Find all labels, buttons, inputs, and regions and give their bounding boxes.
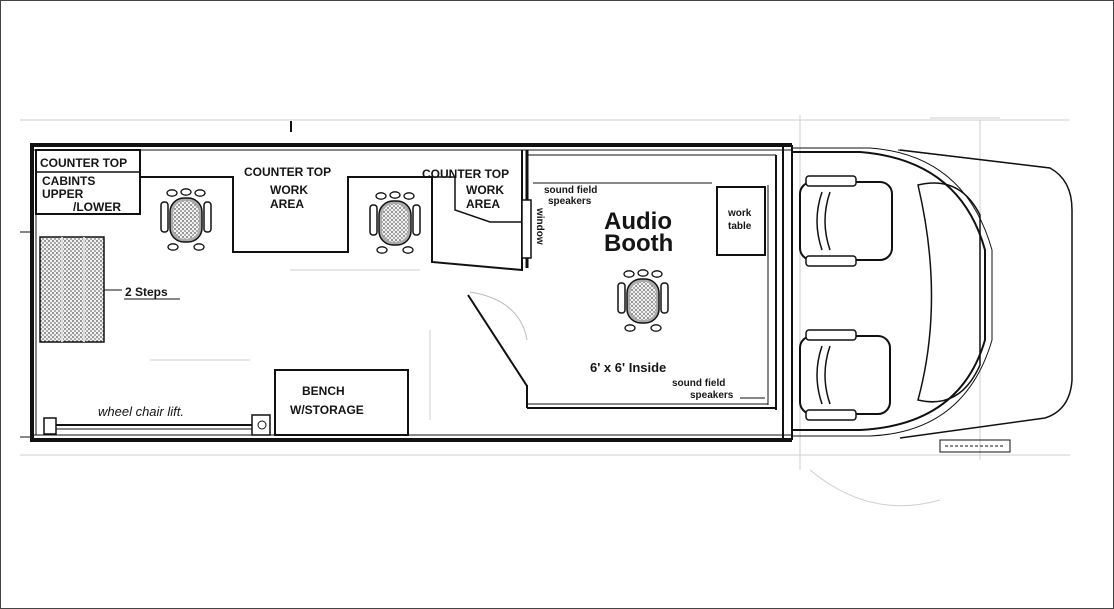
audio-booth: sound field speakers window Audio Booth … — [467, 150, 777, 410]
cabinets-label: CABINTS — [42, 174, 95, 188]
driver-seat-icon — [799, 175, 893, 267]
bench-storage-label: W/STORAGE — [290, 403, 364, 417]
bus-cab — [792, 147, 1073, 453]
office-chair-icon — [369, 191, 421, 254]
window-label: window — [534, 207, 545, 245]
counter-top-work-area-2: COUNTER TOP WORK AREA — [422, 167, 522, 223]
two-steps-label: 2 Steps — [125, 285, 168, 299]
bench-label: BENCH — [302, 384, 345, 398]
counter-top-2-label: COUNTER TOP — [422, 167, 509, 181]
cabinets-lower-label: /LOWER — [73, 200, 121, 214]
wheelchair-lift-label: wheel chair lift. — [98, 404, 184, 419]
cabinets-upper-label: UPPER — [42, 187, 84, 201]
background-ghost-lines — [20, 115, 1070, 507]
counter-top-left-label: COUNTER TOP — [40, 156, 127, 170]
sound-field-speakers-top-label: sound field — [544, 185, 597, 196]
sound-field-speakers-bottom-label-2: speakers — [690, 390, 734, 401]
work-area-2-label-2: AREA — [466, 197, 500, 211]
booth-size-label: 6' x 6' Inside — [590, 360, 666, 375]
work-area-2-label: WORK — [466, 183, 504, 197]
work-area-1-label: WORK — [270, 183, 308, 197]
work-area-1-label-2: AREA — [270, 197, 304, 211]
booth-label: Booth — [604, 230, 673, 257]
counter-top-work-area-1: COUNTER TOP WORK AREA — [139, 150, 523, 272]
wheelchair-lift: wheel chair lift. — [43, 404, 271, 436]
office-chair-icon — [160, 188, 212, 251]
steps-icon: 2 Steps — [39, 236, 180, 343]
office-chair-icon — [617, 269, 669, 332]
counter-top-1-label: COUNTER TOP — [244, 165, 331, 179]
sound-field-speakers-top-label-2: speakers — [548, 196, 592, 207]
cabinets-upper-lower: COUNTER TOP CABINTS UPPER /LOWER — [35, 149, 141, 215]
work-table-label: work — [727, 208, 752, 219]
sound-field-speakers-bottom-label: sound field — [672, 378, 725, 389]
audio-label: Audio — [604, 208, 672, 235]
bench-with-storage: BENCH W/STORAGE — [274, 369, 409, 436]
passenger-seat-icon — [799, 329, 891, 421]
work-table-label-2: table — [728, 221, 752, 232]
